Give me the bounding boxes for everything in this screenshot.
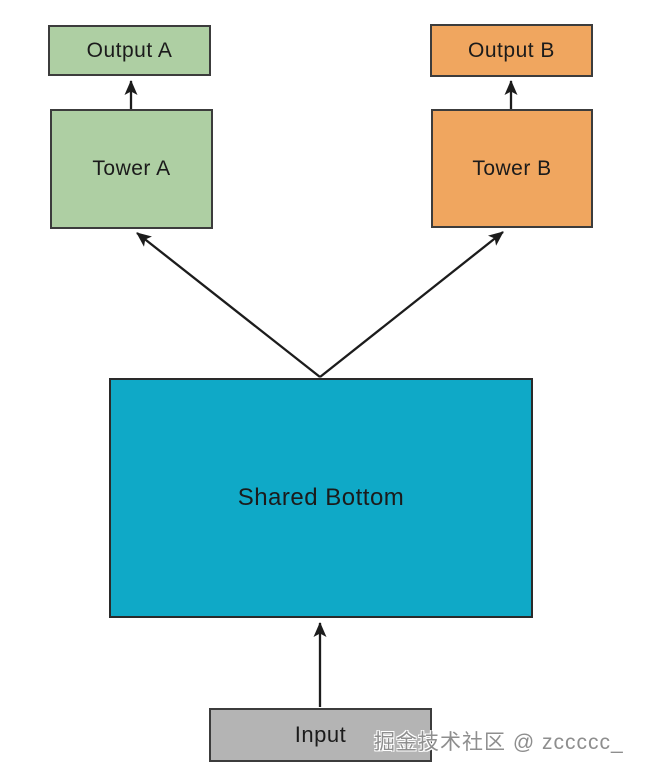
node-tower-a: Tower A [50,109,213,229]
node-output-b-label: Output B [468,38,555,62]
node-tower-b: Tower B [431,109,593,228]
node-input: Input [209,708,432,762]
watermark: 掘金技术社区 @ zccccc_ [374,731,624,754]
node-shared-bottom-label: Shared Bottom [237,484,405,511]
node-input-label: Input [294,722,347,747]
node-output-a-label: Output A [86,38,173,62]
node-output-a: Output A [48,25,211,76]
edge-shared-to-tower-a [136,232,321,378]
node-output-b: Output B [430,24,593,77]
node-tower-b-label: Tower B [472,156,552,180]
node-tower-a-label: Tower A [92,157,171,180]
node-shared-bottom: Shared Bottom [109,378,533,618]
edge-shared-to-tower-b [319,231,504,378]
